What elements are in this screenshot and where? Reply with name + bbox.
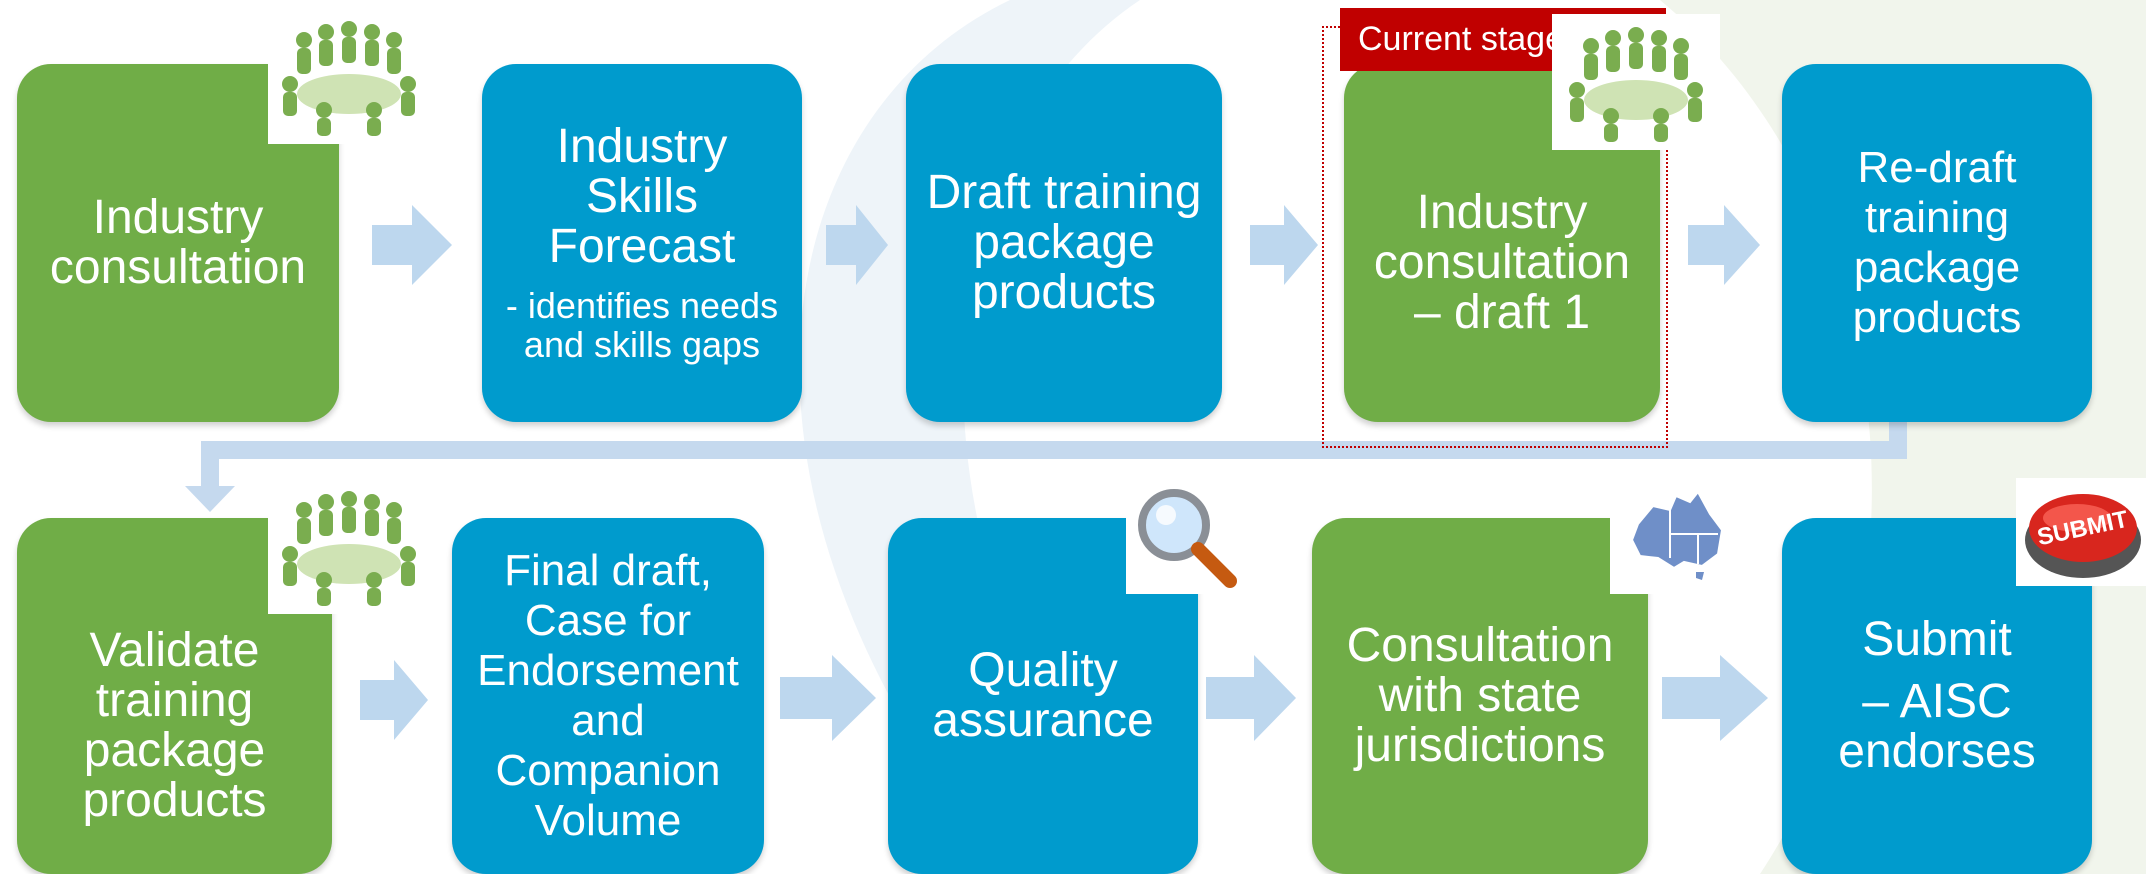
step-title: Draft training package products <box>926 166 1202 319</box>
step-title: Industry consultation <box>49 191 307 294</box>
row-connector-line <box>201 410 1907 490</box>
step-industry-consultation: Industry consultation <box>17 64 339 422</box>
row-connector-arrowhead <box>185 486 235 512</box>
submit-button-icon: SUBMIT <box>2016 478 2146 586</box>
step-title: Re-draft training package products <box>1852 143 2022 342</box>
step-industry-skills-forecast: Industry Skills Forecast - identifies ne… <box>482 64 802 422</box>
step-title: Consultation with state jurisdictions <box>1346 619 1614 772</box>
step-title: Final draft, Case for Endorsement and Co… <box>477 546 739 845</box>
step-final-draft: Final draft, Case for Endorsement and Co… <box>452 518 764 874</box>
australia-map-icon <box>1610 474 1746 594</box>
step-consultation-state-jurisdictions: Consultation with state jurisdictions <box>1312 518 1648 874</box>
background-arc-shape <box>799 0 1140 874</box>
step-title: Industry Skills Forecast <box>548 120 736 273</box>
arrow-right-icon <box>360 660 428 740</box>
step-subtitle: - identifies needs and skills gaps <box>505 285 779 365</box>
meeting-group-icon <box>1552 14 1720 150</box>
step-subtitle: – AISC endorses <box>1838 675 2036 778</box>
arrow-right-icon <box>1688 205 1760 285</box>
meeting-group-icon <box>268 8 430 144</box>
step-title: Quality assurance <box>932 644 1154 747</box>
arrow-right-icon <box>780 655 876 741</box>
arrow-right-icon <box>1250 205 1318 285</box>
step-validate-training-package: Validate training package products <box>17 518 332 874</box>
arrow-right-icon <box>1206 655 1296 741</box>
step-title: Industry consultation – draft 1 <box>1373 186 1631 339</box>
arrow-right-icon <box>1662 655 1768 741</box>
step-title: Validate training package products <box>82 624 267 827</box>
arrow-right-icon <box>372 205 452 285</box>
arrow-right-icon <box>826 205 888 285</box>
step-title: Submit <box>1862 613 2012 666</box>
step-redraft-training-package: Re-draft training package products <box>1782 64 2092 422</box>
step-draft-training-package: Draft training package products <box>906 64 1222 422</box>
meeting-group-icon <box>268 478 430 614</box>
magnifying-glass-icon <box>1126 478 1244 594</box>
